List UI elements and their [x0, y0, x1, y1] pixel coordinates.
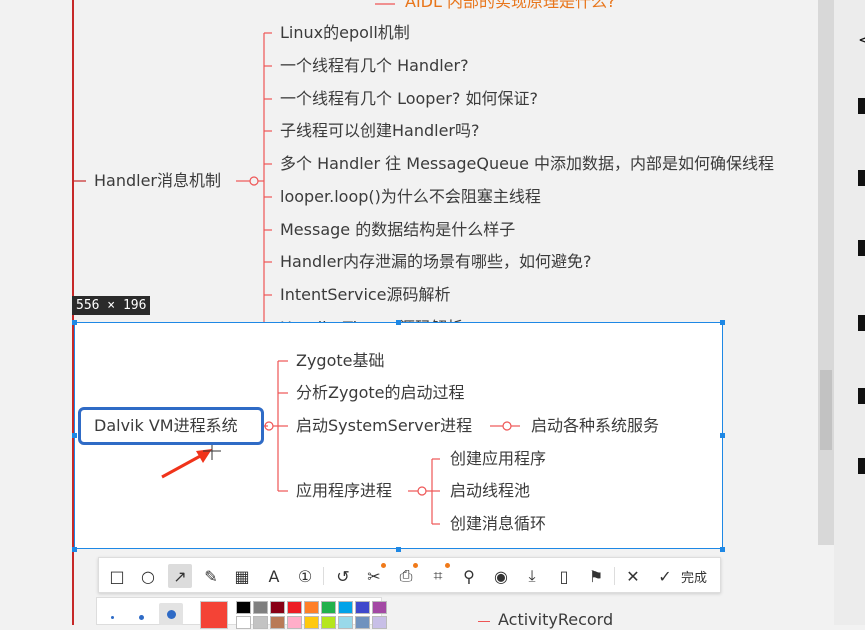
handler-item[interactable]: Handler内存泄漏的场景有哪些，如何避免? [280, 252, 592, 271]
resize-handle[interactable] [72, 433, 77, 438]
dalvik-item[interactable]: 启动SystemServer进程 [296, 416, 473, 435]
done-button[interactable]: 完成 [681, 558, 707, 594]
number-icon[interactable]: ① [297, 566, 313, 586]
color-swatch[interactable] [270, 601, 285, 614]
handler-item[interactable]: IntentService源码解析 [280, 285, 451, 304]
selected-color-swatch[interactable] [200, 601, 228, 629]
bookmark-icon[interactable]: ⚑ [588, 566, 604, 586]
handler-item[interactable]: 子线程可以创建Handler吗? [280, 121, 480, 140]
annotation-toolbar: □ ○ ↗ ✎ ▦ A ① ↺ ✂ ⎙ ⌗ ⚲ ◉ ⤓ ▯ ⚑ ✕ ✓ 完成 [98, 557, 721, 593]
capture-size-label: 556 × 196 [72, 296, 151, 315]
right-pane-text-fragment: < [858, 30, 865, 49]
ellipse-icon[interactable]: ○ [141, 566, 155, 586]
resize-handle[interactable] [720, 320, 725, 325]
rectangle-icon[interactable]: □ [109, 566, 125, 586]
color-swatch[interactable] [304, 601, 319, 614]
color-swatch[interactable] [338, 616, 353, 629]
device-icon[interactable]: ▯ [559, 566, 569, 586]
color-swatch[interactable] [338, 601, 353, 614]
color-swatch[interactable] [270, 616, 285, 629]
close-icon[interactable]: ✕ [626, 566, 640, 586]
color-swatch[interactable] [321, 601, 336, 614]
crop-icon[interactable]: ⌗ [433, 566, 443, 585]
badge-dot [413, 563, 418, 568]
color-swatch[interactable] [321, 616, 336, 629]
handler-item[interactable]: 多个 Handler 往 MessageQueue 中添加数据，内部是如何确保线… [280, 154, 775, 173]
color-swatch[interactable] [372, 616, 387, 629]
right-pane-text-fragment [858, 170, 865, 186]
mindmap-connector-fragment [478, 621, 490, 622]
right-pane-text-fragment [858, 388, 865, 404]
color-swatch[interactable] [236, 616, 251, 629]
color-swatch[interactable] [287, 601, 302, 614]
color-swatch[interactable] [253, 616, 268, 629]
handler-item[interactable]: Linux的epoll机制 [280, 23, 410, 42]
right-pane-text-fragment [858, 315, 865, 331]
resize-handle[interactable] [396, 320, 401, 325]
dalvik-subitem[interactable]: 创建应用程序 [450, 449, 547, 468]
done-label: 完成 [681, 570, 708, 586]
dalvik-section-title: Dalvik VM进程系统 [94, 416, 238, 435]
handler-section-title[interactable]: Handler消息机制 [94, 171, 222, 190]
color-swatch[interactable] [355, 616, 370, 629]
handler-item[interactable]: looper.loop()为什么不会阻塞主线程 [280, 187, 541, 206]
toolbar-divider [614, 567, 615, 585]
resize-handle[interactable] [72, 547, 77, 552]
resize-handle[interactable] [396, 547, 401, 552]
color-swatch[interactable] [236, 601, 251, 614]
mindmap-partial-top-item: AIDL 内部的实现原理是什么? [405, 0, 616, 11]
dalvik-connectors [161, 360, 520, 525]
pin-icon[interactable]: ⚲ [463, 566, 475, 586]
dalvik-item[interactable]: 分析Zygote的启动过程 [296, 383, 465, 402]
mosaic-icon[interactable]: ▦ [234, 566, 250, 586]
resize-handle[interactable] [72, 320, 77, 325]
dalvik-subitem[interactable]: 启动线程池 [450, 481, 531, 500]
download-icon[interactable]: ⤓ [528, 566, 536, 585]
color-swatch[interactable] [253, 601, 268, 614]
vertical-scrollbar-thumb[interactable] [820, 370, 832, 450]
resize-handle[interactable] [720, 433, 725, 438]
dalvik-subitem[interactable]: 启动各种系统服务 [531, 416, 660, 435]
undo-icon[interactable]: ↺ [336, 566, 350, 586]
right-pane-text-fragment [858, 458, 865, 474]
mindmap-partial-bottom-item: ActivityRecord [498, 610, 614, 629]
badge-dot [445, 563, 450, 568]
pen-icon[interactable]: ✎ [204, 566, 218, 586]
handler-item[interactable]: 一个线程有几个 Handler? [280, 56, 469, 75]
arrow-icon[interactable]: ↗ [168, 564, 192, 588]
check-icon[interactable]: ✓ [658, 566, 672, 586]
color-palette-panel [96, 597, 387, 629]
dalvik-item[interactable]: Zygote基础 [296, 351, 385, 370]
brush-size-small[interactable] [111, 616, 114, 619]
toolbar-divider [323, 567, 324, 585]
text-icon[interactable]: A [268, 566, 280, 586]
brush-size-large-dot [167, 610, 176, 619]
dalvik-subitem[interactable]: 创建消息循环 [450, 514, 547, 533]
handler-item[interactable]: 一个线程有几个 Looper? 如何保证? [280, 89, 538, 108]
color-swatch[interactable] [355, 601, 370, 614]
mindmap-connectors [74, 3, 395, 329]
ocr-icon[interactable]: ⎙ [399, 566, 413, 585]
brush-size-medium[interactable] [139, 615, 144, 620]
record-icon[interactable]: ◉ [494, 566, 508, 586]
handler-item[interactable]: Message 的数据结构是什么样子 [280, 220, 516, 239]
dalvik-root-node[interactable] [78, 407, 264, 445]
color-swatch[interactable] [304, 616, 319, 629]
dalvik-item[interactable]: 应用程序进程 [296, 481, 393, 500]
badge-dot [381, 563, 386, 568]
right-pane-text-fragment [858, 98, 865, 114]
scissors-icon[interactable]: ✂ [367, 566, 381, 586]
right-pane-text-fragment [858, 240, 865, 256]
resize-handle[interactable] [720, 547, 725, 552]
color-swatch[interactable] [372, 601, 387, 614]
color-swatch[interactable] [287, 616, 302, 629]
